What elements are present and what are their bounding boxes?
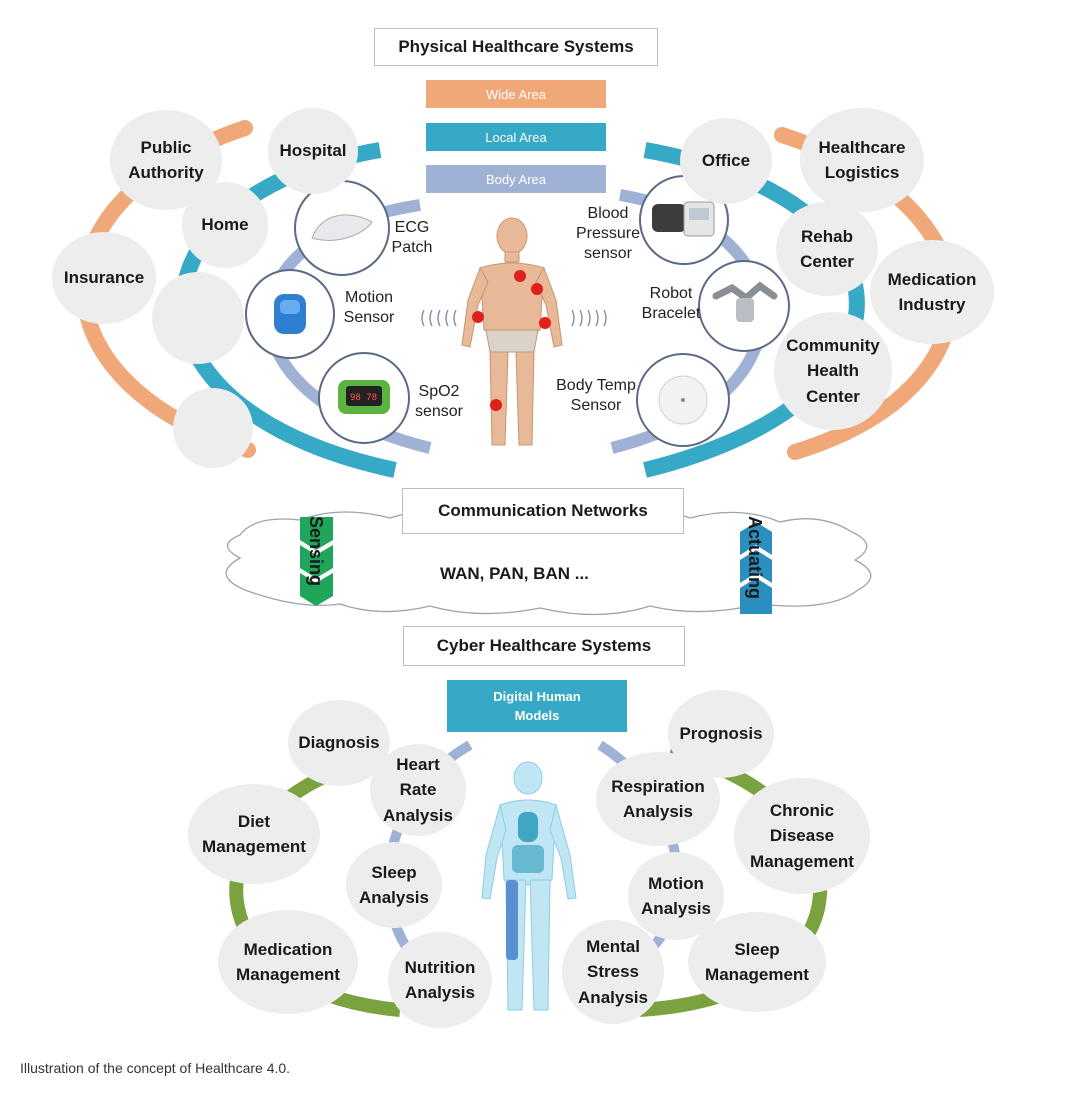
wide-area-bar: Wide Area (426, 80, 606, 108)
bubble-nutrition-analysis: Nutrition Analysis (388, 932, 492, 1028)
local-area-bar: Local Area (426, 123, 606, 151)
empty-bubble-1 (152, 272, 244, 364)
bubble-home: Home (182, 182, 268, 268)
pulse-oximeter-icon: 98 78 (318, 352, 410, 444)
robot-arm-icon (698, 260, 790, 352)
bubble-sleep-management: Sleep Management (688, 912, 826, 1012)
bubble-sleep-analysis: Sleep Analysis (346, 842, 442, 928)
motion-sensor-label: Motion Sensor (343, 289, 395, 326)
spo2-sensor-label: SpO2 sensor (414, 383, 464, 420)
communication-networks-title: Communication Networks (402, 488, 684, 534)
actuating-chevrons (740, 522, 772, 614)
svg-text:98 78: 98 78 (350, 393, 377, 403)
organs (506, 812, 544, 960)
sensing-chevrons (300, 517, 333, 606)
signal-waves-icon (421, 309, 607, 327)
bubble-insurance: Insurance (52, 232, 156, 324)
bubble-community-health-center: Community Health Center (774, 312, 892, 430)
bubble-rehab-center: Rehab Center (776, 202, 878, 296)
bubble-diet-management: Diet Management (188, 784, 320, 884)
bubble-healthcare-logistics: Healthcare Logistics (800, 108, 924, 212)
bubble-hospital: Hospital (268, 108, 358, 194)
thermometer-icon (636, 353, 730, 447)
cyber-healthcare-title: Cyber Healthcare Systems (403, 626, 685, 666)
bubble-respiration-analysis: Respiration Analysis (596, 752, 720, 846)
blood-pressure-sensor-label: Blood Pressure sensor (575, 205, 641, 262)
sensor-points (472, 270, 551, 411)
bubble-mental-stress-analysis: Mental Stress Analysis (562, 920, 664, 1024)
network-types: WAN, PAN, BAN ... (440, 564, 589, 583)
figure-caption: Illustration of the concept of Healthcar… (20, 1060, 291, 1076)
bubble-medication-management: Medication Management (218, 910, 358, 1014)
bubble-heart-rate-analysis: Heart Rate Analysis (370, 744, 466, 836)
body-temp-sensor-label: Body Temp Sensor (556, 377, 636, 414)
ecg-patch-icon (294, 180, 390, 276)
physical-healthcare-title: Physical Healthcare Systems (374, 28, 658, 66)
robot-bracelet-label: Robot Bracelet (641, 285, 701, 322)
digital-human-models-box: Digital Human Models (447, 680, 627, 732)
ecg-patch-label: ECG Patch (391, 219, 433, 256)
bubble-office: Office (680, 118, 772, 204)
bubble-medication-industry: Medication Industry (870, 240, 994, 344)
empty-bubble-2 (173, 388, 253, 468)
body-area-bar: Body Area (426, 165, 606, 193)
bubble-chronic-disease-management: Chronic Disease Management (734, 778, 870, 894)
actuating-label: Actuating (745, 516, 765, 599)
sensing-label: Sensing (306, 516, 326, 587)
motion-sensor-icon (245, 269, 335, 359)
